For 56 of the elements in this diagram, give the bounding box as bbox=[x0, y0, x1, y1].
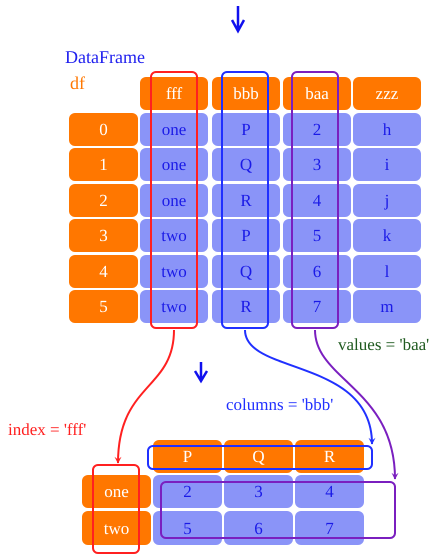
header-cell: fff bbox=[140, 77, 208, 110]
value-cell: one bbox=[140, 184, 208, 217]
value-cell: Q bbox=[212, 148, 280, 182]
header-cell: 5 bbox=[69, 290, 138, 323]
value-cell: 6 bbox=[283, 254, 351, 288]
value-cell: two bbox=[140, 290, 208, 323]
edge-label: columns = 'bbb' bbox=[226, 396, 334, 413]
value-cell: j bbox=[353, 184, 421, 217]
value-cell: h bbox=[353, 113, 421, 146]
edge-label: values = 'baa' bbox=[338, 336, 430, 353]
header-cell: 2 bbox=[69, 184, 138, 217]
variable-label: df bbox=[70, 74, 85, 92]
arrow bbox=[244, 330, 375, 445]
highlight-outline bbox=[92, 464, 140, 554]
arrow bbox=[314, 330, 398, 480]
header-cell: zzz bbox=[353, 77, 421, 110]
value-cell: m bbox=[353, 290, 421, 323]
value-cell: 3 bbox=[283, 148, 351, 182]
value-cell: two bbox=[140, 219, 208, 252]
highlight-outline bbox=[150, 71, 198, 329]
header-cell: baa bbox=[283, 77, 351, 110]
highlight-outline bbox=[291, 71, 339, 329]
value-cell: one bbox=[140, 148, 208, 182]
value-cell: two bbox=[140, 254, 208, 288]
value-cell: 5 bbox=[153, 511, 222, 545]
header-cell: bbb bbox=[212, 77, 280, 110]
value-cell: Q bbox=[212, 254, 280, 288]
value-cell: 2 bbox=[153, 475, 222, 508]
header-cell: 0 bbox=[69, 113, 138, 146]
value-cell: 7 bbox=[283, 290, 351, 323]
header-cell: 3 bbox=[69, 219, 138, 252]
value-cell: k bbox=[353, 219, 421, 252]
header-cell: 1 bbox=[69, 148, 138, 182]
edge-label: index = 'fff' bbox=[8, 421, 86, 438]
highlight-outline bbox=[147, 445, 373, 470]
value-cell: R bbox=[212, 290, 280, 323]
value-cell: i bbox=[353, 148, 421, 182]
header-cell: one bbox=[82, 475, 151, 508]
value-cell: 4 bbox=[295, 475, 364, 508]
highlight-outline bbox=[160, 481, 396, 539]
value-cell: 7 bbox=[295, 511, 364, 545]
value-cell: 2 bbox=[283, 113, 351, 146]
dataframe-label: DataFrame bbox=[65, 48, 145, 66]
value-cell: 6 bbox=[224, 511, 293, 545]
value-cell: P bbox=[212, 219, 280, 252]
value-cell: R bbox=[212, 184, 280, 217]
header-cell: 4 bbox=[69, 254, 138, 288]
arrow bbox=[114, 330, 175, 464]
value-cell: one bbox=[140, 113, 208, 146]
value-cell: 3 bbox=[224, 475, 293, 508]
value-cell: 4 bbox=[283, 184, 351, 217]
value-cell: l bbox=[353, 254, 421, 288]
header-cell: two bbox=[82, 511, 151, 545]
highlight-outline bbox=[221, 71, 269, 329]
value-cell: P bbox=[212, 113, 280, 146]
value-cell: 5 bbox=[283, 219, 351, 252]
